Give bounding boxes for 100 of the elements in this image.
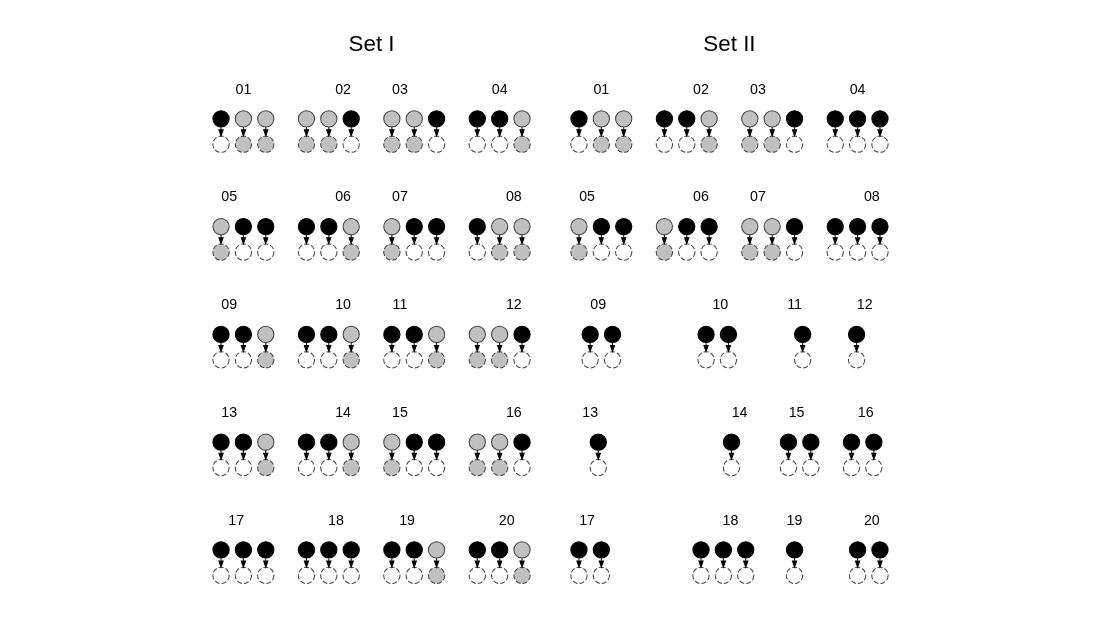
node-circle bbox=[427, 217, 445, 235]
arrow bbox=[518, 341, 525, 353]
arrow bbox=[347, 557, 354, 569]
arrow bbox=[848, 449, 854, 461]
arrow bbox=[720, 557, 726, 569]
arrow bbox=[473, 126, 480, 137]
arrow bbox=[575, 234, 582, 245]
arrow bbox=[347, 449, 354, 461]
arrow bbox=[496, 557, 502, 569]
arrow bbox=[518, 557, 525, 569]
node-circle bbox=[297, 566, 315, 584]
label: 12 bbox=[505, 295, 522, 312]
node-circle bbox=[234, 325, 252, 343]
node-circle bbox=[719, 350, 737, 368]
node-circle bbox=[592, 109, 610, 127]
arrow bbox=[791, 234, 797, 245]
arrow bbox=[473, 341, 480, 353]
label: 07 bbox=[391, 187, 408, 204]
node-circle bbox=[677, 135, 695, 153]
node-circle bbox=[512, 217, 531, 235]
node-circle bbox=[592, 242, 610, 261]
arrow bbox=[785, 449, 791, 461]
node-circle bbox=[319, 458, 337, 476]
arrow bbox=[473, 234, 480, 245]
arrow bbox=[620, 126, 627, 137]
node-circle bbox=[297, 433, 315, 451]
arrow bbox=[518, 234, 525, 245]
node-circle bbox=[589, 433, 607, 451]
label: 16 bbox=[505, 403, 522, 420]
node-circle bbox=[696, 350, 715, 368]
node-circle bbox=[234, 458, 252, 476]
node-circle bbox=[427, 109, 445, 127]
arrow bbox=[854, 126, 860, 137]
node-circle bbox=[740, 242, 758, 261]
label: 04 bbox=[491, 80, 508, 97]
label: 19 bbox=[398, 511, 415, 528]
arrow bbox=[742, 557, 749, 569]
label: 03 bbox=[749, 80, 766, 97]
node-circle bbox=[468, 109, 486, 127]
arrow bbox=[705, 234, 712, 245]
label: 07 bbox=[749, 187, 766, 204]
arrow bbox=[325, 341, 332, 353]
arrow bbox=[433, 341, 439, 353]
node-circle bbox=[793, 350, 811, 368]
arrow bbox=[854, 557, 860, 569]
arrow bbox=[433, 449, 439, 461]
arrow bbox=[410, 234, 417, 245]
node-circle bbox=[864, 433, 882, 451]
node-circle bbox=[319, 135, 337, 153]
arrow bbox=[410, 126, 417, 137]
arrow bbox=[799, 341, 806, 353]
node-circle bbox=[405, 325, 423, 343]
node-circle bbox=[342, 566, 360, 584]
node-circle bbox=[842, 433, 860, 451]
label: 10 bbox=[334, 295, 351, 312]
node-circle bbox=[405, 242, 423, 261]
node-circle bbox=[763, 109, 781, 127]
node-circle bbox=[785, 566, 803, 584]
node-circle bbox=[512, 325, 531, 343]
node-circle bbox=[655, 109, 673, 127]
label: 04 bbox=[849, 80, 866, 97]
label: 13 bbox=[581, 403, 598, 420]
node-circle bbox=[848, 242, 866, 261]
arrow bbox=[303, 126, 309, 137]
node-circle bbox=[405, 458, 423, 476]
node-circle bbox=[848, 217, 866, 235]
arrow bbox=[807, 449, 814, 461]
label: 05 bbox=[220, 187, 237, 204]
node-circle bbox=[785, 242, 803, 261]
label: 19 bbox=[786, 511, 802, 528]
node-circle bbox=[512, 135, 531, 153]
node-circle bbox=[211, 433, 230, 451]
node-circle bbox=[569, 109, 588, 127]
arrow bbox=[240, 341, 246, 353]
node-circle bbox=[319, 433, 337, 451]
label: 08 bbox=[505, 187, 522, 204]
arrow bbox=[325, 557, 332, 569]
arrow bbox=[853, 341, 859, 353]
node-circle bbox=[382, 458, 400, 476]
node-circle bbox=[655, 135, 673, 153]
arrow bbox=[768, 126, 775, 137]
label: 15 bbox=[788, 403, 804, 420]
node-circle bbox=[700, 242, 718, 261]
node-circle bbox=[779, 458, 797, 476]
node-circle bbox=[427, 135, 445, 153]
arrow bbox=[303, 341, 309, 353]
arrow bbox=[598, 126, 604, 137]
node-circle bbox=[700, 135, 718, 153]
node-circle bbox=[405, 433, 423, 451]
label: 03 bbox=[391, 80, 408, 97]
node-circle bbox=[256, 433, 274, 451]
arrow bbox=[725, 341, 731, 353]
arrow bbox=[217, 449, 224, 461]
node-circle bbox=[848, 566, 866, 584]
node-circle bbox=[677, 242, 695, 261]
arrow bbox=[496, 449, 502, 461]
arrow bbox=[473, 557, 480, 569]
node-circle bbox=[297, 325, 315, 343]
node-circle bbox=[589, 458, 607, 476]
label: 10 bbox=[711, 295, 728, 312]
